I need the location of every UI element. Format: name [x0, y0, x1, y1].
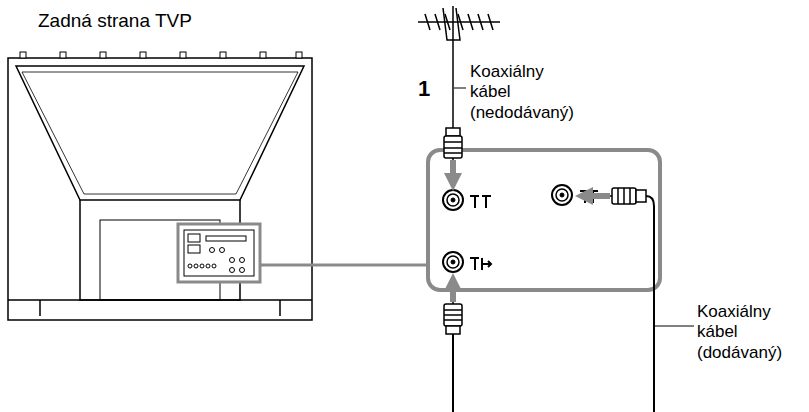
zoom-box: [428, 150, 660, 290]
view-title: Zadná strana TVP: [38, 10, 238, 33]
coax-plug: [606, 188, 654, 412]
insert-arrow: [584, 193, 610, 199]
antenna-jacks: [443, 185, 572, 272]
tv-terminal-panel: [178, 224, 260, 282]
zoom-line: [260, 264, 428, 267]
cable-label: Koaxiálny kábel (nedodávaný): [470, 62, 588, 123]
leader-line: [655, 326, 694, 327]
jack-symbols: [470, 191, 598, 270]
cable-label: Koaxiálny kábel (dodávaný): [697, 302, 805, 363]
coax-plug: [444, 298, 462, 412]
coax-plug: [444, 128, 462, 164]
callout-number: 1: [418, 76, 442, 102]
leader-line: [454, 88, 466, 89]
insert-arrow: [450, 160, 456, 182]
tv-back: [8, 52, 312, 320]
insert-arrow: [450, 282, 456, 302]
